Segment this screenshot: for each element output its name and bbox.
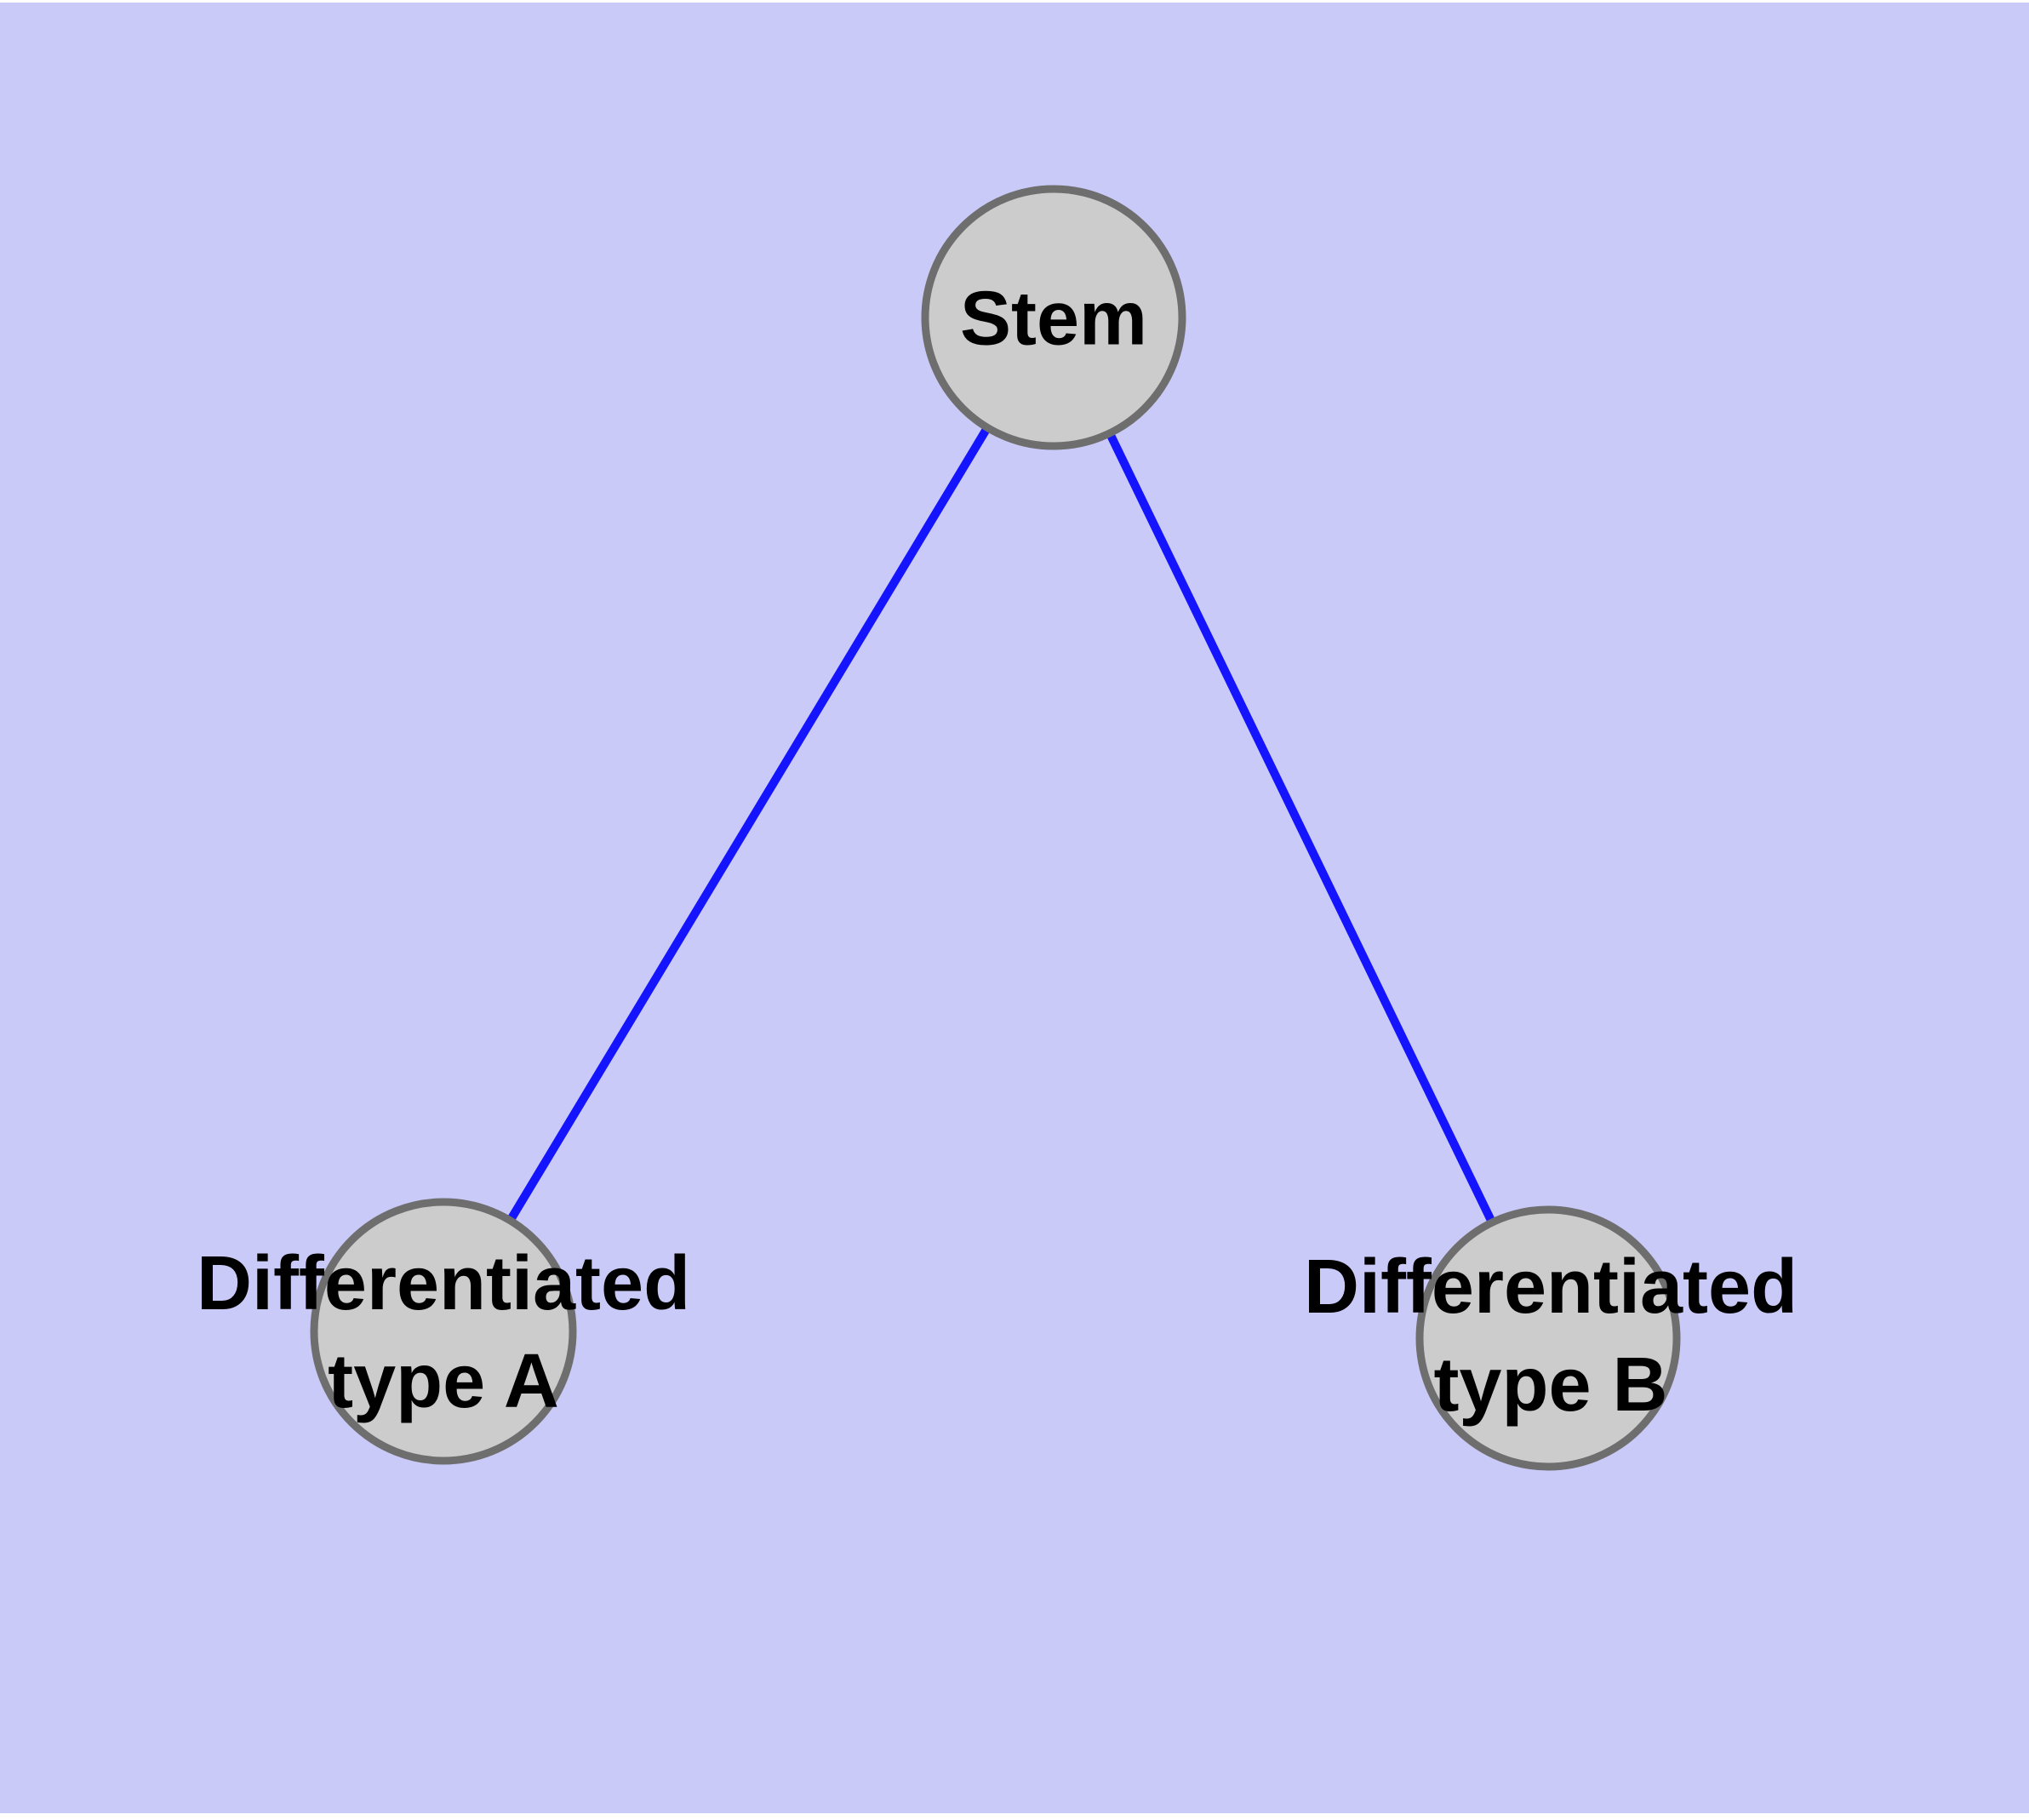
edge-stem-to-type-a (439, 315, 1058, 1334)
node-differentiated-type-a-circle (310, 1198, 577, 1465)
node-stem-circle (921, 185, 1186, 450)
node-differentiated-type-b-circle (1415, 1205, 1681, 1471)
edge-stem-to-type-b (1049, 315, 1552, 1341)
